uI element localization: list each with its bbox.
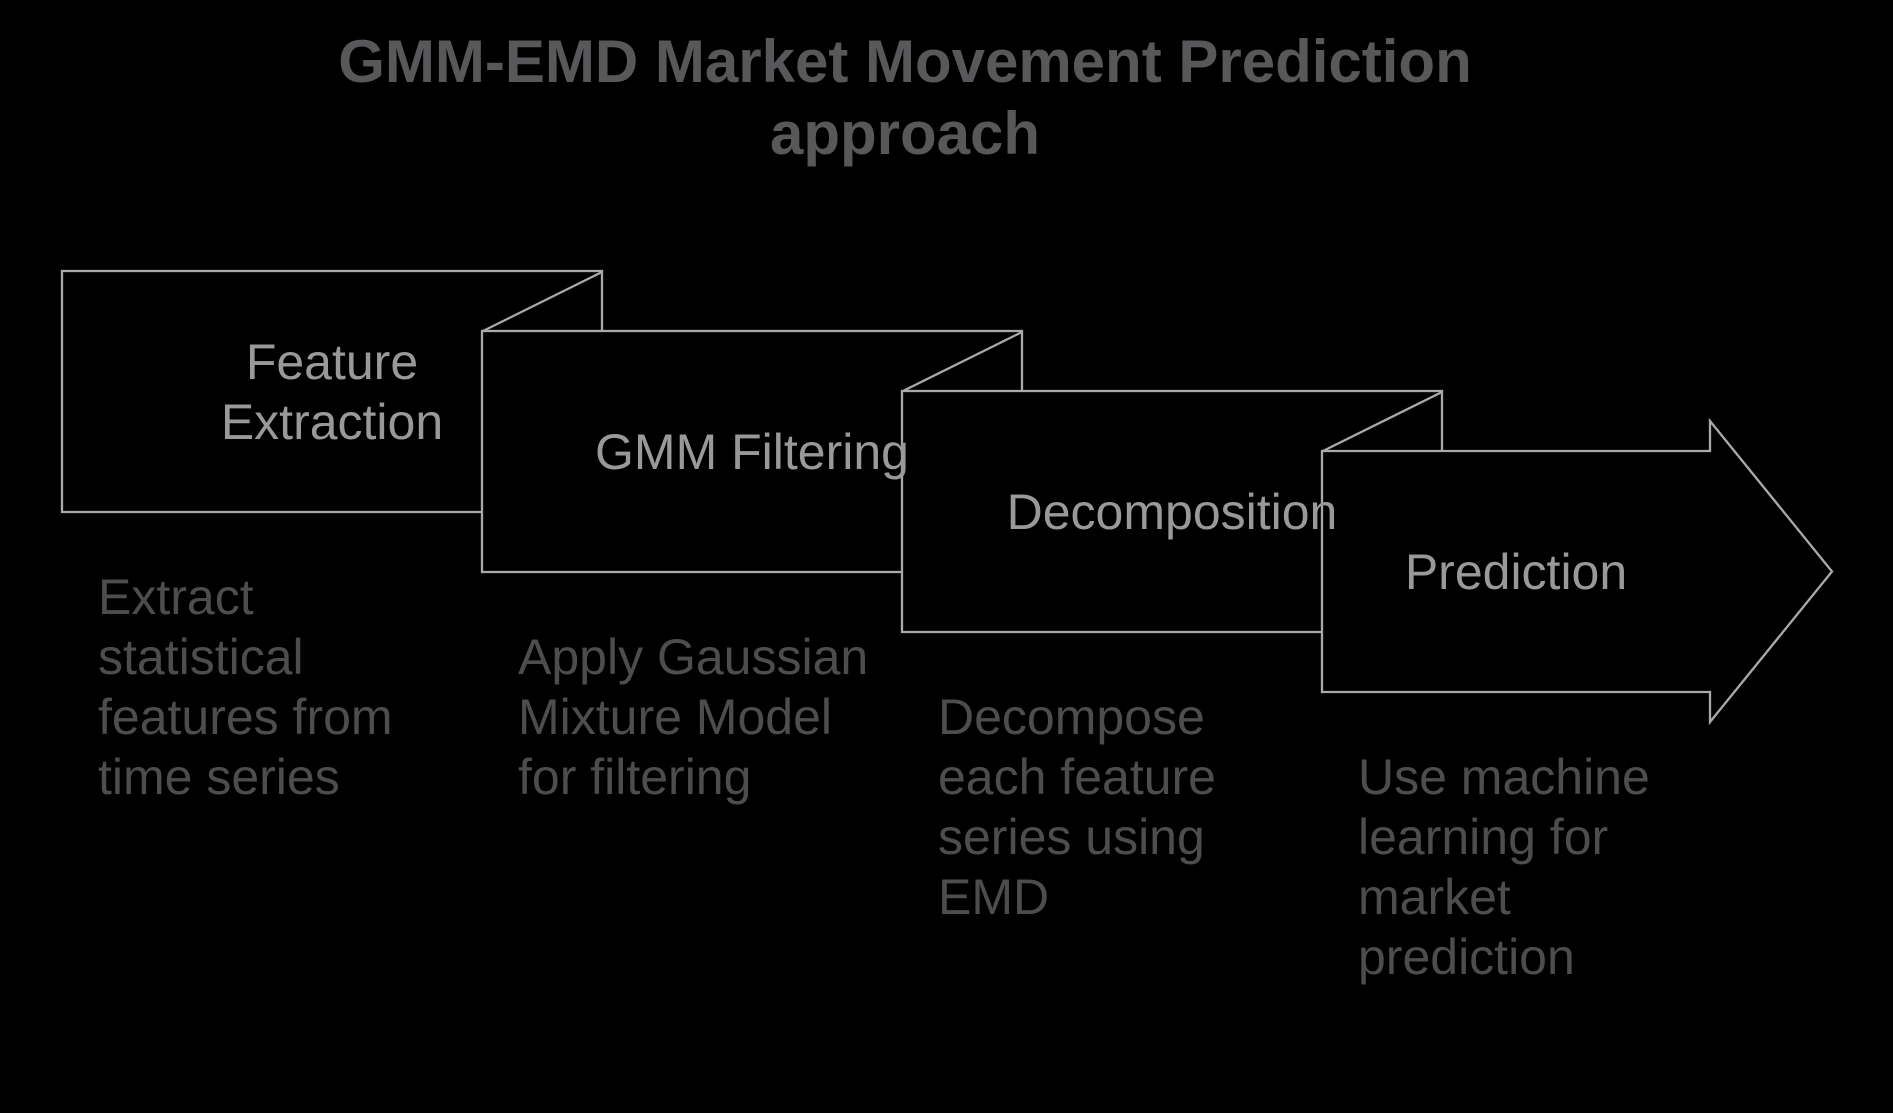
step-description-gmm-filtering: Apply Gaussian Mixture Model for filteri… bbox=[518, 629, 869, 805]
step-label-decomposition: Decomposition bbox=[1006, 483, 1338, 540]
fold-connector-line-3 bbox=[1322, 390, 1443, 453]
step-description-feature-extraction: Extract statistical features from time s… bbox=[98, 569, 393, 805]
step-description-decomposition: Decompose each feature series using EMD bbox=[938, 689, 1216, 925]
fold-connector-line-1 bbox=[482, 270, 603, 333]
step-label-prediction: Prediction bbox=[1404, 543, 1628, 600]
step-description-prediction: Use machine learning for market predicti… bbox=[1358, 749, 1650, 985]
step-label-feature-extraction: Feature Extraction bbox=[220, 333, 444, 450]
step-label-gmm-filtering: GMM Filtering bbox=[595, 423, 909, 480]
page-title: GMM-EMD Market Movement Prediction appro… bbox=[338, 28, 1472, 167]
fold-connector-line-2 bbox=[902, 330, 1023, 393]
prediction-arrow-shape bbox=[1320, 417, 1834, 726]
